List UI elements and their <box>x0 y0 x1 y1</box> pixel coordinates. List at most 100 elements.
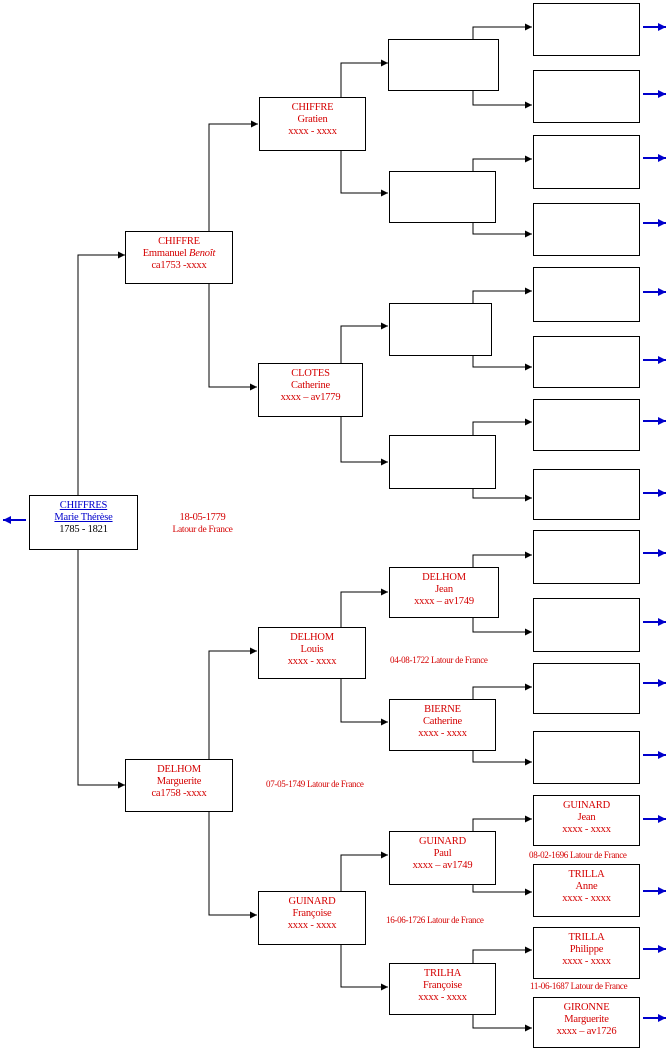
connector-g2-1-lower <box>340 417 388 466</box>
connector-g2-3-lower <box>340 945 388 991</box>
person-box-mff[interactable]: DELHOM Jean xxxx – av1749 <box>389 567 499 618</box>
mmff-dates: xxxx - xxxx <box>562 824 611 835</box>
father-dates: ca1753 -xxxx <box>151 260 207 271</box>
person-box-empty-g4-5[interactable] <box>533 267 640 322</box>
person-box-empty-g4-7[interactable] <box>533 399 640 451</box>
mff-surname: DELHOM <box>422 572 466 583</box>
connector-g2-3-upper <box>340 851 388 891</box>
person-box-empty-fmm[interactable] <box>389 435 496 489</box>
person-box-mmff[interactable]: GUINARD Jean xxxx - xxxx <box>533 795 640 846</box>
mmmm-given-name: Marguerite <box>564 1014 609 1025</box>
root-given-name[interactable]: Marie Thérèse <box>54 512 113 523</box>
person-box-empty-g4-2[interactable] <box>533 70 640 123</box>
person-box-mfm[interactable]: BIERNE Catherine xxxx - xxxx <box>389 699 496 751</box>
connector-father-ff <box>208 120 258 231</box>
mf-surname: DELHOM <box>290 632 334 643</box>
connector-g3-3-upper <box>472 418 532 435</box>
marriage-note-guinard-trilha: 16-06-1726 Latour de France <box>386 915 484 925</box>
connector-mother-mf <box>208 647 257 759</box>
person-box-paternal-grandfather[interactable]: CHIFFRE Gratien xxxx - xxxx <box>259 97 366 151</box>
fm-given-name: Catherine <box>290 380 331 391</box>
person-box-empty-fff[interactable] <box>388 39 499 91</box>
person-box-maternal-grandmother[interactable]: GUINARD Françoise xxxx - xxxx <box>258 891 366 945</box>
fm-dates: xxxx – av1779 <box>280 392 341 403</box>
mmm-surname: TRILHA <box>423 968 462 979</box>
connector-g2-0-upper <box>340 59 388 97</box>
connector-g3-1-lower <box>472 223 532 238</box>
person-box-empty-g4-12[interactable] <box>533 731 640 784</box>
marriage-note-delhom-guinard: 07-05-1749 Latour de France <box>266 779 364 789</box>
connector-g3-1-upper <box>472 155 532 171</box>
person-box-father[interactable]: CHIFFRE Emmanuel Benoît ca1753 -xxxx <box>125 231 233 284</box>
root-surname[interactable]: CHIFFRES <box>59 500 108 511</box>
mmmf-dates: xxxx - xxxx <box>562 956 611 967</box>
connector-g2-1-upper <box>340 322 388 363</box>
person-box-empty-g4-9[interactable] <box>533 530 640 584</box>
person-box-paternal-grandmother[interactable]: CLOTES Catherine xxxx – av1779 <box>258 363 363 417</box>
connector-g3-0-upper <box>472 23 532 39</box>
mmmm-surname: GIRONNE <box>563 1002 610 1013</box>
father-surname: CHIFFRE <box>158 236 200 247</box>
root-marriage-note: 18-05-1779 Latour de France <box>150 511 255 537</box>
person-box-mmmm[interactable]: GIRONNE Marguerite xxxx – av1726 <box>533 997 640 1048</box>
person-box-mother[interactable]: DELHOM Marguerite ca1758 -xxxx <box>125 759 233 812</box>
mmfm-surname: TRILLA <box>568 869 605 880</box>
ff-given-name: Gratien <box>297 114 328 125</box>
person-box-empty-g4-1[interactable] <box>533 3 640 56</box>
mfm-surname: BIERNE <box>424 704 461 715</box>
person-box-root[interactable]: CHIFFRES Marie Thérèse 1785 - 1821 <box>29 495 138 550</box>
person-box-empty-g4-4[interactable] <box>533 203 640 256</box>
person-box-maternal-grandfather[interactable]: DELHOM Louis xxxx - xxxx <box>258 627 366 679</box>
mm-surname: GUINARD <box>288 896 336 907</box>
fm-surname: CLOTES <box>291 368 330 379</box>
marriage-note-trilla-gironne: 11-06-1687 Latour de France <box>530 981 628 991</box>
connector-g3-2-lower <box>472 356 532 371</box>
marriage-note-guinard-trilla: 08-02-1696 Latour de France <box>529 850 627 860</box>
person-box-empty-g4-11[interactable] <box>533 663 640 714</box>
connector-mother-mm <box>208 812 257 919</box>
mmff-given-name: Jean <box>577 812 596 823</box>
person-box-empty-ffm[interactable] <box>389 171 496 223</box>
mff-given-name: Jean <box>435 584 453 595</box>
mff-dates: xxxx – av1749 <box>414 596 474 607</box>
mm-dates: xxxx - xxxx <box>287 920 337 931</box>
person-box-mmf[interactable]: GUINARD Paul xxxx – av1749 <box>389 831 496 885</box>
person-box-empty-fmf[interactable] <box>389 303 492 356</box>
father-given-name: Emmanuel <box>142 248 187 259</box>
root-marriage-date: 18-05-1779 <box>179 512 226 523</box>
person-box-empty-g4-6[interactable] <box>533 336 640 388</box>
root-dates: 1785 - 1821 <box>59 524 108 535</box>
connector-g3-6-upper <box>472 815 532 831</box>
mm-given-name: Françoise <box>292 908 332 919</box>
connector-g3-2-upper <box>472 287 532 303</box>
person-box-empty-g4-10[interactable] <box>533 598 640 652</box>
connector-g2-2-upper <box>340 588 388 627</box>
mmf-surname: GUINARD <box>418 836 466 847</box>
mf-given-name: Louis <box>300 644 324 655</box>
mfm-given-name: Catherine <box>422 716 463 727</box>
connector-g3-6-lower <box>472 885 532 896</box>
mmmf-surname: TRILLA <box>568 932 605 943</box>
connector-g3-5-lower <box>472 751 532 766</box>
ff-surname: CHIFFRE <box>291 102 334 113</box>
mmff-surname: GUINARD <box>562 800 610 811</box>
connector-father-fm <box>208 284 257 391</box>
connector-g2-2-lower <box>340 679 388 726</box>
mfm-dates: xxxx - xxxx <box>418 728 467 739</box>
connector-root-mother <box>77 550 125 789</box>
person-box-empty-g4-8[interactable] <box>533 469 640 520</box>
connector-g2-0-lower <box>340 151 388 197</box>
root-marriage-place: Latour de France <box>172 525 233 535</box>
connector-g3-7-upper <box>472 946 532 963</box>
marriage-note-delhom-bierne: 04-08-1722 Latour de France <box>390 655 488 665</box>
person-box-empty-g4-3[interactable] <box>533 135 640 189</box>
person-box-mmfm[interactable]: TRILLA Anne xxxx - xxxx <box>533 864 640 917</box>
mmm-dates: xxxx - xxxx <box>418 992 467 1003</box>
mf-dates: xxxx - xxxx <box>287 656 337 667</box>
connector-g3-4-upper <box>472 551 532 567</box>
person-box-mmmf[interactable]: TRILLA Philippe xxxx - xxxx <box>533 927 640 979</box>
mmfm-dates: xxxx - xxxx <box>562 893 611 904</box>
person-box-mmm[interactable]: TRILHA Françoise xxxx - xxxx <box>389 963 496 1015</box>
connector-g3-4-lower <box>472 618 532 636</box>
